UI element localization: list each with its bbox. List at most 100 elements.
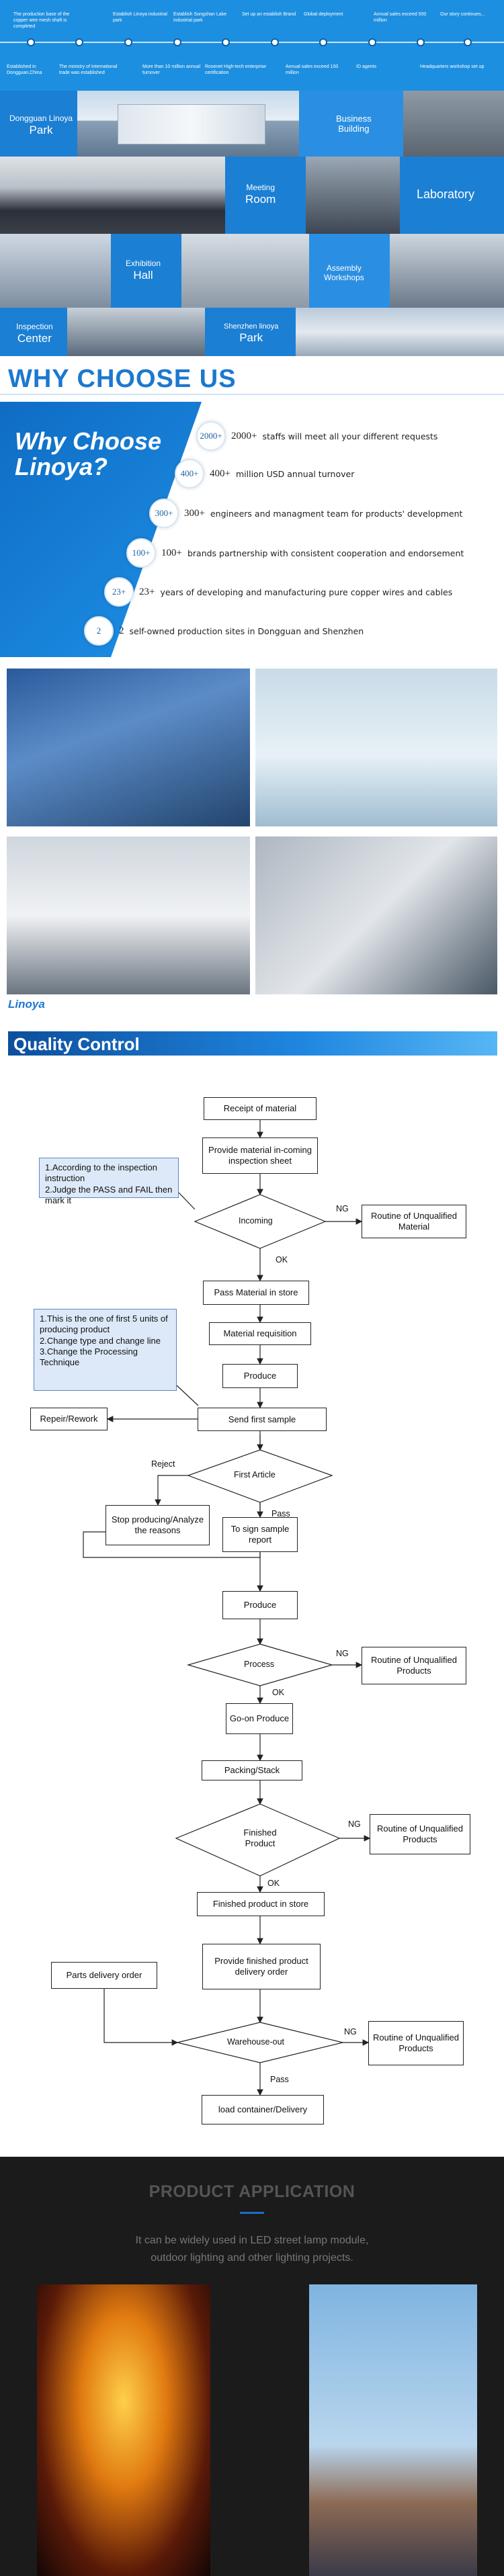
history-timeline: The production base of the copper wire m… [0,0,504,91]
application-line-1: It can be widely used in LED street lamp… [135,2235,369,2246]
application-line-2: outdoor lighting and other lighting proj… [151,2252,353,2264]
timeline-dot [319,38,327,46]
material-requisition-box: Material requisition [209,1322,311,1345]
laboratory-tile: Laboratory [400,157,504,234]
finished-product-decision [175,1803,341,1877]
why-badge: 2 [84,616,114,646]
why-item: 100+ 100+ brands partnership with consis… [126,538,464,568]
first-sample-note: 1.This is the one of first 5 units of pr… [34,1309,177,1391]
product-application-section: PRODUCT APPLICATION It can be widely use… [0,2157,504,2576]
timeline-event: Our story continues... [440,12,485,17]
meeting-photo [0,157,225,234]
produce-box-2: Produce [222,1591,298,1619]
why-badge: 2000+ [196,421,226,451]
timeline-event: Global deployment [304,12,343,17]
timeline-dot [173,38,181,46]
routine-unqualified-material-box: Routine of Unqualified Material [362,1205,466,1238]
why-divider [0,394,504,395]
finished-in-store-box: Finished product in store [197,1892,325,1916]
timeline-event: More than 10 million annual turnover [142,65,200,75]
finished-delivery-order-box: Provide finished product delivery order [202,1944,321,1989]
park-photo [77,91,299,157]
why-badge: 23+ [104,577,134,607]
sign-sample-report-box: To sign sample report [222,1517,298,1552]
quality-control-title: Quality Control [13,1034,140,1054]
routine-unqualified-products-box: Routine of Unqualified Products [362,1647,466,1684]
stop-producing-box: Stop producing/Analyze the reasons [106,1505,210,1545]
timeline-event: ID agents [356,65,376,69]
process-label: Process [244,1660,275,1669]
assembly-photo [390,234,504,308]
pass-material-box: Pass Material in store [203,1281,309,1305]
business-photo [403,91,504,157]
routine-unqualified-products-box-2: Routine of Unqualified Products [368,2021,464,2065]
routine-of-unqualified-products-box: Routine of Unqualified Products [370,1814,470,1854]
workshop-photo [181,234,309,308]
why-badge: 100+ [126,538,156,568]
timeline-event: Established in Dongguan,China [7,65,42,75]
why-item: 2 2 self-owned production sites in Dongg… [84,615,364,646]
timeline-event: Establish Songshan Lake industrial park [173,12,226,23]
timeline-dot [464,38,472,46]
timeline-line [0,42,504,43]
ng-label: NG [336,1204,349,1213]
timeline-dot [75,38,83,46]
lab-photo-4 [255,836,497,994]
why-badge: 400+ [175,459,204,488]
why-item: 300+ 300+ engineers and managment team f… [149,498,462,529]
packing-stack-box: Packing/Stack [202,1760,302,1780]
produce-box: Produce [222,1364,298,1388]
pass-label: Pass [270,2075,289,2084]
shenzhen-photo [296,308,504,356]
timeline-event: Annual sales exceed 100 million [286,65,339,75]
quality-control-banner: Quality Control [8,1031,497,1056]
product-application-title: PRODUCT APPLICATION [149,2182,355,2201]
pass-label: Pass [271,1509,290,1518]
timeline-event: Establish Linoya industrial park [113,12,167,23]
ng-label: NG [336,1649,349,1658]
timeline-dot [368,38,376,46]
why-item: 23+ 23+ years of developing and manufact… [104,576,452,607]
first-article-decision [187,1449,333,1503]
ok-label: OK [272,1688,285,1697]
ng-label: NG [348,1819,361,1829]
why-badge: 300+ [149,499,179,528]
warehouse-out-label: Warehouse-out [227,2037,284,2047]
repair-rework-box: Repeir/Rework [30,1408,108,1430]
reject-label: Reject [151,1459,175,1469]
load-container-box: load container/Delivery [202,2095,324,2124]
linoya-logo: Linoya [8,998,45,1011]
why-item: 2000+ 2000+ staffs will meet all your di… [196,421,437,452]
lab-photo-1 [7,669,250,826]
process-decision [186,1643,334,1686]
timeline-dot [27,38,35,46]
inspection-photo [67,308,205,356]
why-item: 400+ 400+ million USD annual turnover [175,458,354,489]
ng-label: NG [344,2027,357,2036]
timeline-event: Set up an establish Brand [242,12,296,17]
go-on-produce-box: Go-on Produce [226,1703,293,1734]
lab-photo-2 [255,669,497,826]
warehouse-out-decision [177,2022,343,2063]
send-first-sample-box: Send first sample [198,1408,327,1431]
timeline-dot [124,38,132,46]
timeline-event: The ministry of International trade was … [59,65,118,75]
exhibition-photo [0,234,111,308]
title-underline [240,2212,264,2214]
timeline-dot [271,38,279,46]
ok-label: OK [276,1255,288,1264]
parts-delivery-order-box: Parts delivery order [51,1962,157,1989]
street-lamp-photo [309,2284,477,2576]
timeline-event: Annual sales exceed 500 million [374,12,427,23]
receipt-of-material-box: Receipt of material [204,1097,317,1120]
